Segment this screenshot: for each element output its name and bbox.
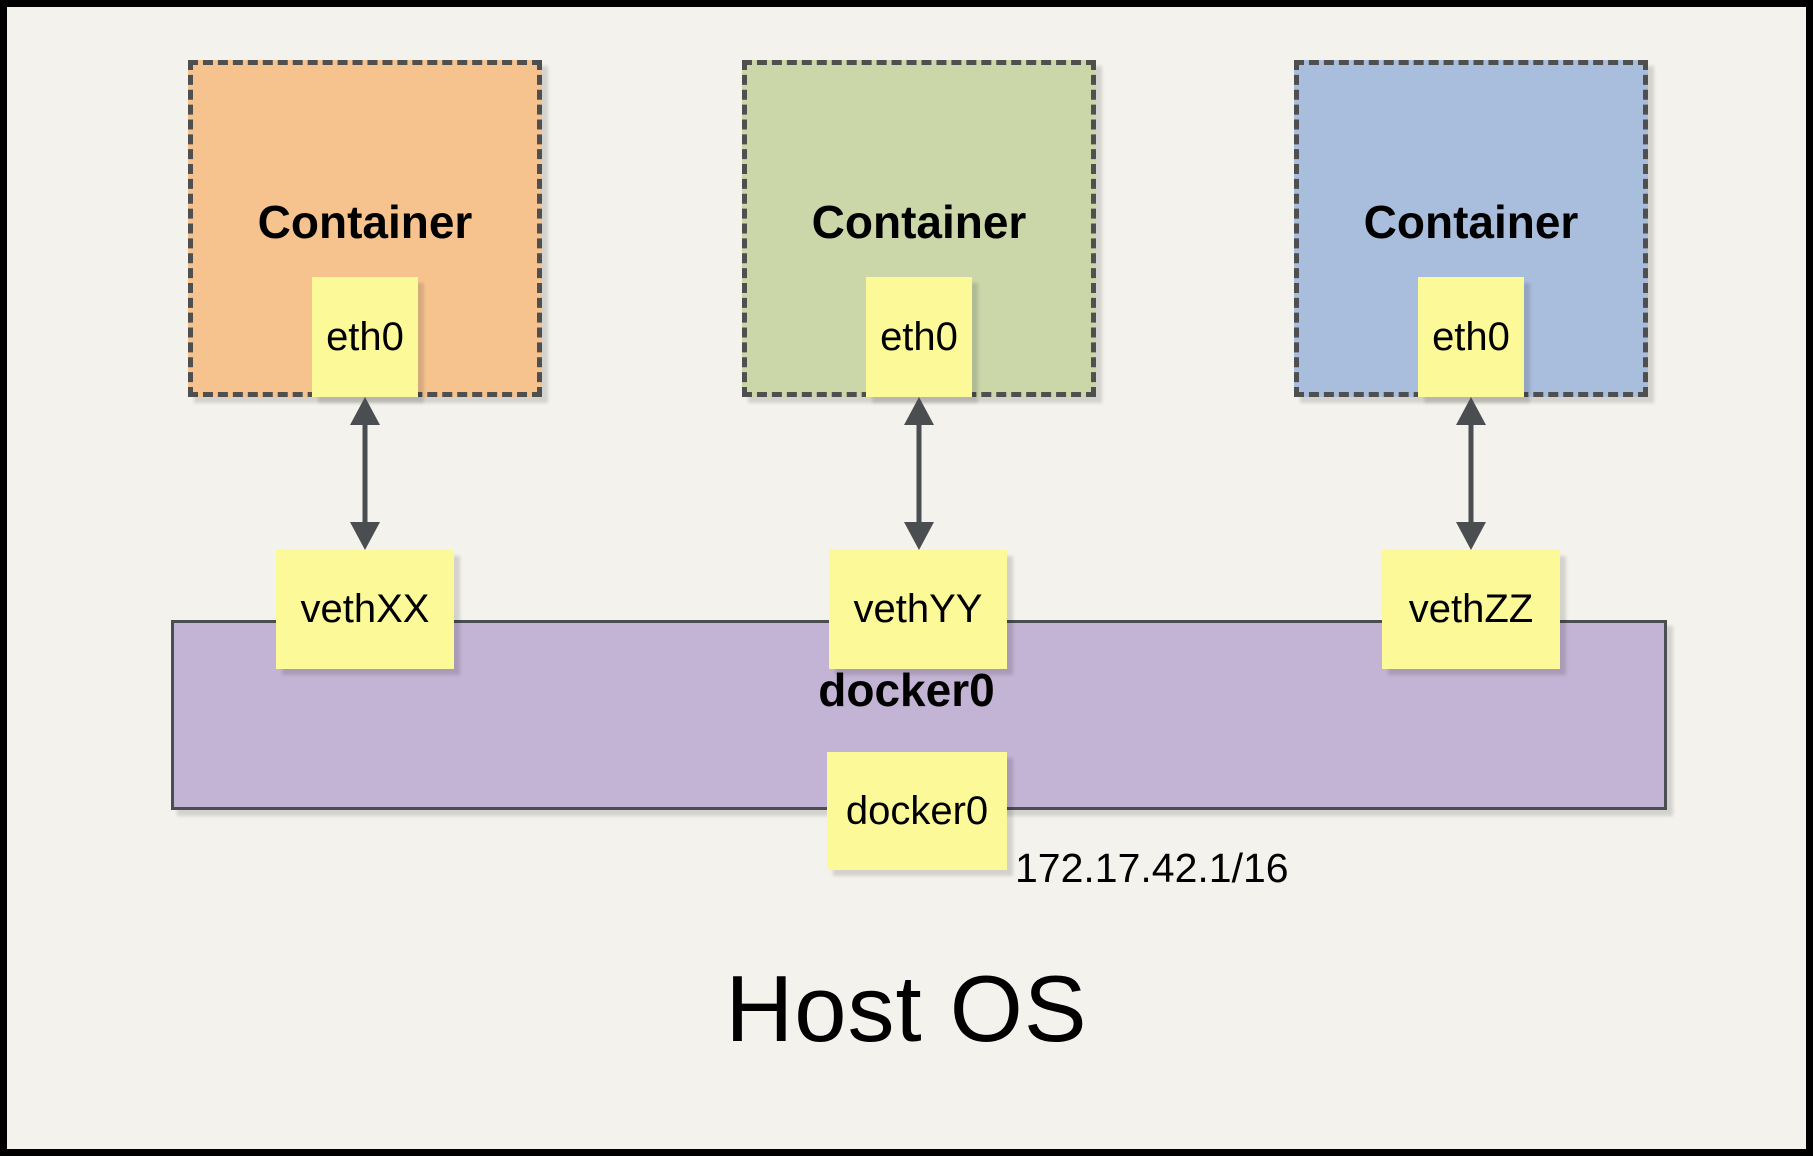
vethXX-node: vethXX: [276, 550, 454, 669]
container-3-eth0-label: eth0: [1432, 314, 1510, 359]
container-box-3: Container eth0: [1294, 60, 1648, 397]
double-arrow-2: [904, 397, 934, 550]
double-arrow-1: [350, 397, 380, 550]
vethYY-node: vethYY: [829, 550, 1007, 669]
container-1-eth0-label: eth0: [326, 314, 404, 359]
vethZZ-label: vethZZ: [1408, 587, 1534, 631]
container-box-1: Container eth0: [188, 60, 542, 397]
container-1-label: Container: [257, 196, 473, 248]
vethYY-label: vethYY: [853, 587, 983, 631]
arrow-2-shaft: [916, 417, 922, 530]
double-arrow-3: [1456, 397, 1486, 550]
host-os-title: Host OS: [725, 956, 1088, 1061]
container-3-eth0-node: eth0: [1418, 277, 1524, 397]
arrow-3-shaft: [1468, 417, 1474, 530]
container-2-eth0-node: eth0: [866, 277, 972, 397]
arrow-3-down-head-icon: [1456, 522, 1486, 550]
container-box-2: Container eth0: [742, 60, 1096, 397]
container-3-label: Container: [1363, 196, 1579, 248]
bridge-ip-label: 172.17.42.1/16: [1015, 845, 1289, 891]
vethXX-label: vethXX: [300, 587, 430, 631]
docker0-bridge-label: docker0: [818, 664, 995, 716]
arrow-1-shaft: [362, 417, 368, 530]
container-2-eth0-label: eth0: [880, 314, 958, 359]
arrow-2-down-head-icon: [904, 522, 934, 550]
docker0-interface-label: docker0: [845, 788, 989, 833]
vethZZ-node: vethZZ: [1382, 550, 1560, 669]
container-2-label: Container: [811, 196, 1027, 248]
arrow-1-down-head-icon: [350, 522, 380, 550]
container-1-eth0-node: eth0: [312, 277, 418, 397]
docker0-interface-node: docker0: [827, 752, 1007, 870]
